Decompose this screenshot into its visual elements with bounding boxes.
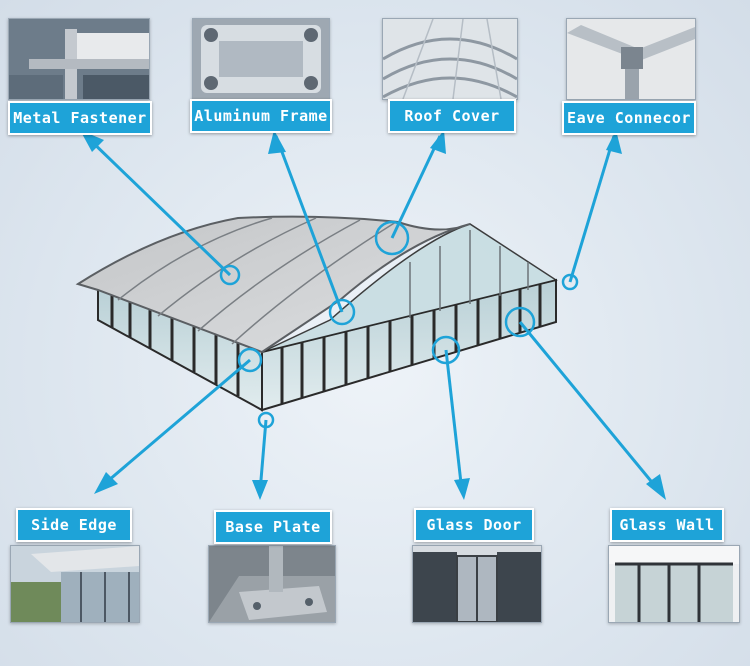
- arrow-glass-door: [444, 349, 464, 493]
- circle-base-plate: [257, 411, 275, 429]
- roof-cover-photo: [382, 18, 518, 100]
- arrowhead-base-plate: [252, 480, 268, 500]
- arrowheads: [80, 130, 666, 500]
- circle-roof-cover: [374, 220, 410, 256]
- circle-metal-fastener: [219, 264, 241, 286]
- arrowhead-metal-fastener: [80, 130, 104, 152]
- arrow-metal-fastener: [84, 134, 232, 277]
- tent-roof-seams: [117, 217, 397, 345]
- arrowhead-eave-connector: [606, 130, 622, 154]
- arrow-eave-connector: [568, 135, 616, 283]
- circle-glass-wall: [504, 306, 536, 338]
- circle-glass-door: [431, 335, 461, 365]
- arrowhead-roof-cover: [430, 130, 446, 154]
- tent-gable-posts: [409, 230, 529, 318]
- circle-eave-connector: [561, 273, 579, 291]
- circle-aluminum-frame: [328, 298, 356, 326]
- label-eave-connector: Eave Connecor: [562, 101, 696, 135]
- callout-circles: [219, 220, 579, 429]
- label-base-plate: Base Plate: [214, 510, 332, 544]
- eave-connector-photo: [566, 18, 696, 100]
- arrowhead-glass-wall: [646, 474, 666, 500]
- aluminum-frame-photo: [192, 18, 330, 100]
- label-aluminum-frame: Aluminum Frame: [190, 99, 332, 133]
- label-metal-fastener: Metal Fastener: [8, 101, 152, 135]
- arrow-roof-cover: [390, 135, 442, 239]
- base-plate-photo: [208, 545, 336, 623]
- arrowhead-side-edge: [94, 472, 118, 494]
- label-glass-wall: Glass Wall: [610, 508, 724, 542]
- glass-wall-photo: [608, 545, 740, 623]
- side-edge-photo: [10, 545, 140, 623]
- glass-door-photo: [412, 545, 542, 623]
- metal-fastener-photo: [8, 18, 150, 100]
- tent-front-wall-posts: [280, 284, 542, 404]
- label-roof-cover: Roof Cover: [388, 99, 516, 133]
- arrow-glass-wall: [518, 321, 662, 493]
- arrowhead-glass-door: [454, 478, 470, 500]
- arrow-side-edge: [101, 358, 251, 488]
- arrow-aluminum-frame: [274, 135, 344, 313]
- circle-side-edge: [237, 347, 263, 373]
- label-side-edge: Side Edge: [16, 508, 132, 542]
- label-glass-door: Glass Door: [414, 508, 534, 542]
- arrowhead-aluminum-frame: [268, 130, 286, 154]
